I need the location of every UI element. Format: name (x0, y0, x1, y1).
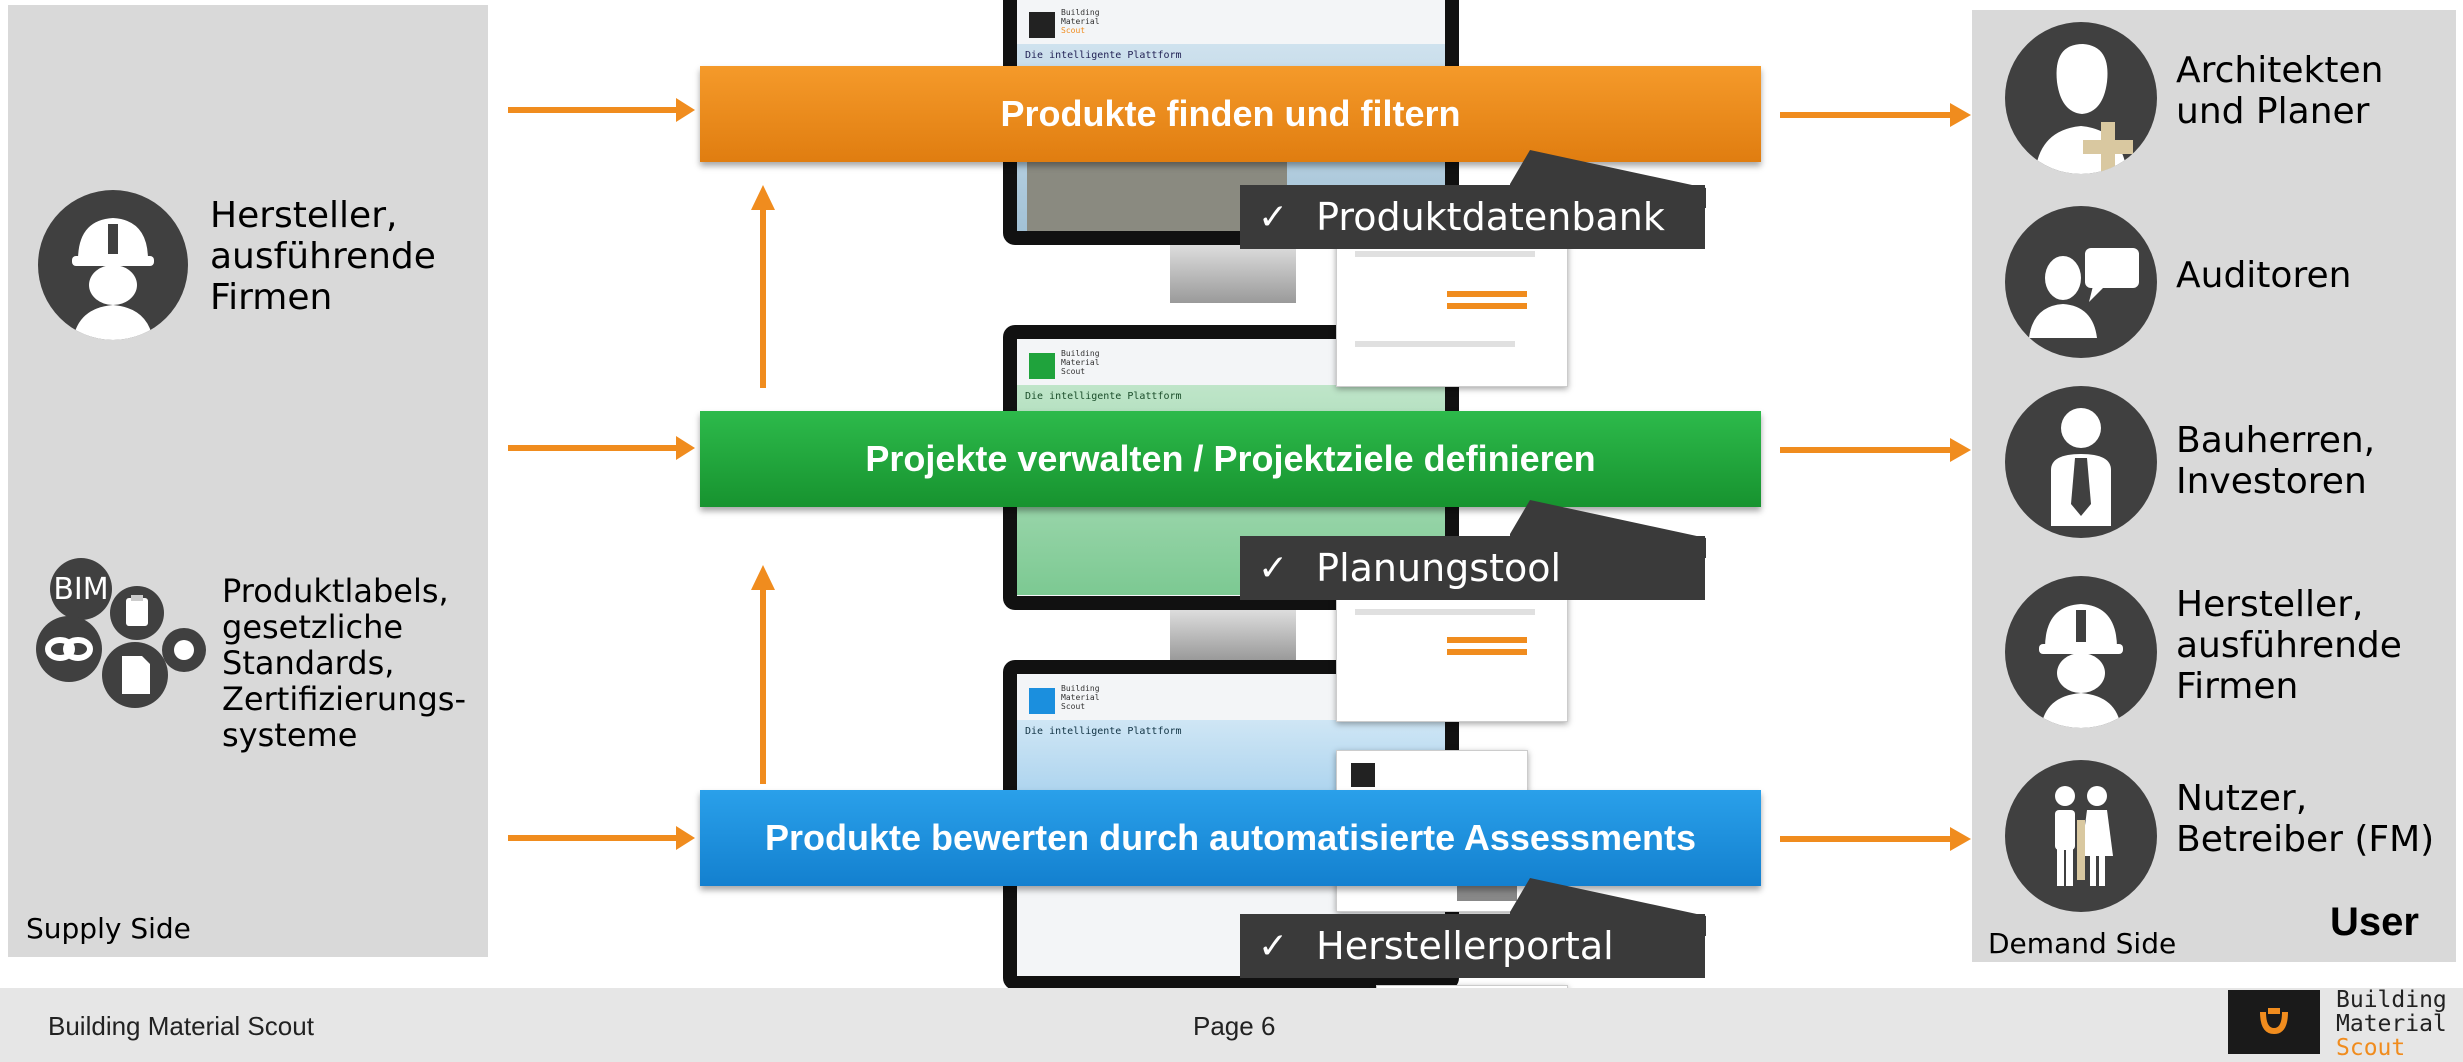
screen-logo-line1: Building (1061, 684, 1100, 693)
screen-headline: Die intelligente Plattform (1025, 726, 1182, 737)
document-icon (102, 642, 168, 708)
architect-icon (2005, 22, 2157, 174)
document-sheet-mid (1336, 590, 1568, 722)
footer-logo-text: Building Material Scout (2336, 988, 2447, 1060)
footer-bar (0, 988, 2463, 1062)
footer-logo-line1: Building (2336, 987, 2447, 1013)
monitor-top-stand (1170, 245, 1296, 303)
bim-text: BIM (53, 571, 109, 607)
arrow-supply-top (508, 107, 676, 113)
screen-logo-line2: Material (1061, 693, 1100, 702)
screen-logo-line2: Material (1061, 17, 1100, 26)
tag-produktdatenbank: ✓ Produktdatenbank (1240, 185, 1705, 249)
footer-page-number: Page 6 (1193, 1011, 1276, 1041)
banner-produkte-bewerten: Produkte bewerten durch automatisierte A… (700, 790, 1761, 886)
tag-produktdatenbank-label: Produktdatenbank (1316, 195, 1665, 239)
footer-company: Building Material Scout (48, 1011, 314, 1041)
arrow-demand-bot (1780, 836, 1950, 842)
supply-side-panel (8, 5, 488, 957)
demand-item-1-label: Auditoren (2176, 255, 2352, 296)
arrow-demand-mid (1780, 447, 1950, 453)
screen-headline: Die intelligente Plattform (1025, 391, 1182, 402)
demand-item-0-label: Architekten und Planer (2176, 50, 2384, 132)
screen-logo-line3: Scout (1061, 702, 1086, 711)
tag-planungstool-label: Planungstool (1316, 546, 1562, 590)
supply-side-label: Supply Side (26, 912, 191, 945)
product-labels-cluster-icon: BIM (36, 558, 212, 710)
tag-planungstool: ✓ Planungstool (1240, 536, 1705, 600)
footer-logo-line3: Scout (2336, 1035, 2406, 1061)
auditor-icon (2005, 206, 2157, 358)
footer-logo-line2: Material (2336, 1011, 2447, 1037)
investor-icon (2005, 386, 2157, 538)
demand-arrows (1780, 103, 1971, 851)
hardhat-worker-icon (38, 190, 188, 340)
arrow-supply-mid (508, 445, 676, 451)
logo-mark-icon (1029, 688, 1055, 714)
screen-logo-line2: Material (1061, 358, 1100, 367)
tag-herstellerportal: ✓ Herstellerportal (1240, 914, 1705, 978)
supply-hersteller-label: Hersteller, ausführende Firmen (210, 195, 436, 318)
user-heading: User (2330, 900, 2419, 944)
vertical-arrows (751, 185, 775, 784)
check-icon: ✓ (1258, 547, 1289, 589)
document-sheet-top (1336, 230, 1568, 387)
bim-icon: BIM (50, 558, 112, 620)
arrow-demand-top (1780, 112, 1950, 118)
monitor-mid-stand (1170, 610, 1296, 660)
screen-logo-line1: Building (1061, 8, 1100, 17)
hardhat-worker-icon (2005, 576, 2157, 728)
check-icon: ✓ (1258, 196, 1289, 238)
screen-logo-line3: Scout (1061, 26, 1086, 35)
demand-item-3-label: Hersteller, ausführende Firmen (2176, 584, 2402, 707)
arrow-supply-bot (508, 835, 676, 841)
banner-produkte-finden: Produkte finden und filtern (700, 66, 1761, 162)
screen-headline: Die intelligente Plattform (1025, 50, 1182, 61)
supply-arrows (508, 98, 695, 850)
users-family-icon (2005, 760, 2157, 912)
clipboard-icon (110, 586, 164, 640)
screen-logo-line3: Scout (1061, 367, 1086, 376)
check-icon: ✓ (1258, 925, 1289, 967)
footer-logo-icon (2228, 990, 2320, 1054)
demand-item-2-label: Bauherren, Investoren (2176, 420, 2376, 502)
certificate-icon (162, 628, 206, 672)
demand-item-4-label: Nutzer, Betreiber (FM) (2176, 778, 2435, 860)
logo-mark-icon (1029, 353, 1055, 379)
tag-herstellerportal-label: Herstellerportal (1316, 924, 1614, 968)
demand-side-label: Demand Side (1988, 927, 2177, 960)
logo-mark-icon (1029, 12, 1055, 38)
chain-link-icon (36, 616, 102, 682)
screen-logo-line1: Building (1061, 349, 1100, 358)
banner-projekte-verwalten: Projekte verwalten / Projektziele defini… (700, 411, 1761, 507)
supply-labels-text: Produktlabels, gesetzliche Standards, Ze… (222, 572, 466, 754)
